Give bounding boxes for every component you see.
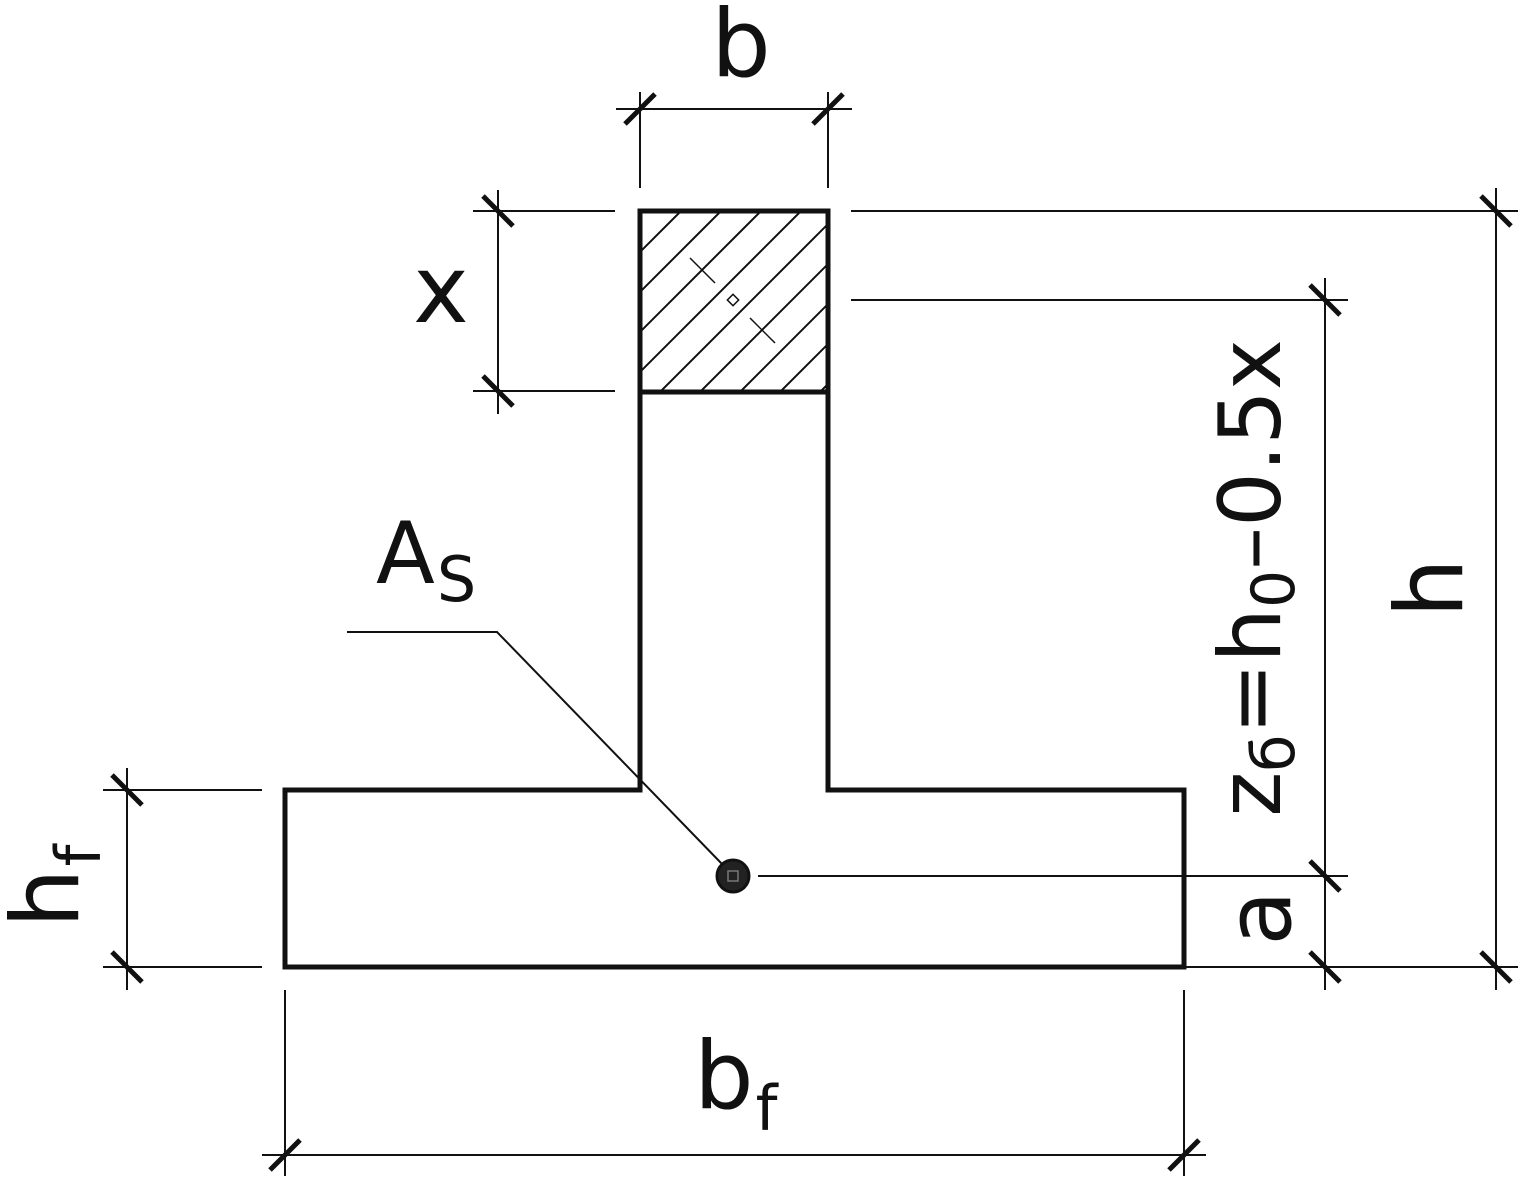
dimension-zb-a: [758, 278, 1348, 990]
label-as-main: A: [376, 504, 435, 604]
dimension-h: [851, 188, 1518, 990]
label-h: h: [1376, 558, 1485, 618]
label-a: a: [1207, 890, 1312, 945]
label-as: AS: [376, 504, 476, 616]
dimension-x: [473, 190, 615, 414]
label-zb-tail: –0.5x: [1201, 339, 1301, 570]
label-zb-sub2: 0: [1239, 570, 1309, 608]
rebar-as: [715, 858, 751, 894]
label-as-sub: S: [437, 543, 476, 616]
dimension-hf: [103, 768, 262, 990]
label-x: x: [413, 236, 469, 345]
compressed-zone-hatching: [640, 211, 828, 392]
t-beam-outline: [282, 208, 1187, 970]
label-bf-main: b: [694, 1022, 754, 1131]
label-zb-eq: =h: [1201, 608, 1301, 735]
label-b: b: [711, 0, 771, 99]
dimension-bf: [262, 990, 1206, 1176]
label-hf: hf: [0, 842, 115, 928]
label-bf-sub: f: [756, 1072, 780, 1145]
as-leader-line: [347, 631, 723, 865]
dimension-b: [616, 92, 852, 188]
compressed-zone-center: [689, 257, 776, 344]
label-zb-sub: б: [1239, 735, 1309, 772]
label-bf: bf: [694, 1022, 780, 1145]
label-hf-main: h: [0, 868, 101, 928]
label-hf-sub: f: [42, 842, 115, 866]
label-zb: zб=h0–0.5x: [1201, 339, 1309, 817]
label-zb-main: z: [1201, 772, 1301, 817]
